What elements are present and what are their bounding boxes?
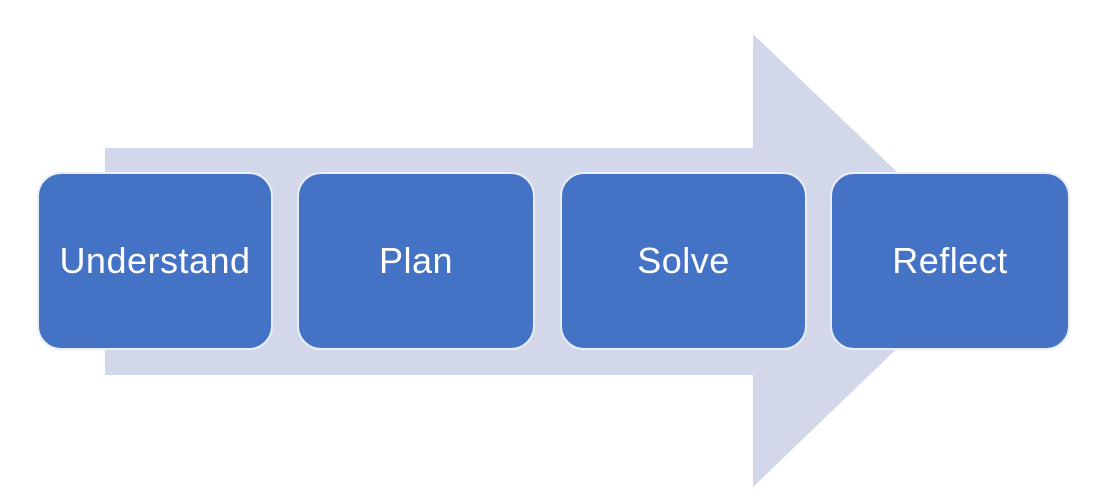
step-box-plan: Plan: [297, 172, 535, 350]
step-box-solve: Solve: [560, 172, 807, 350]
step-label-solve: Solve: [637, 240, 730, 281]
step-label-plan: Plan: [378, 240, 454, 281]
step-box-reflect: Reflect: [830, 172, 1070, 350]
step-label-reflect: Reflect: [892, 240, 1008, 281]
step-label-understand: Understand: [59, 240, 251, 281]
step-box-understand: Understand: [37, 172, 273, 350]
